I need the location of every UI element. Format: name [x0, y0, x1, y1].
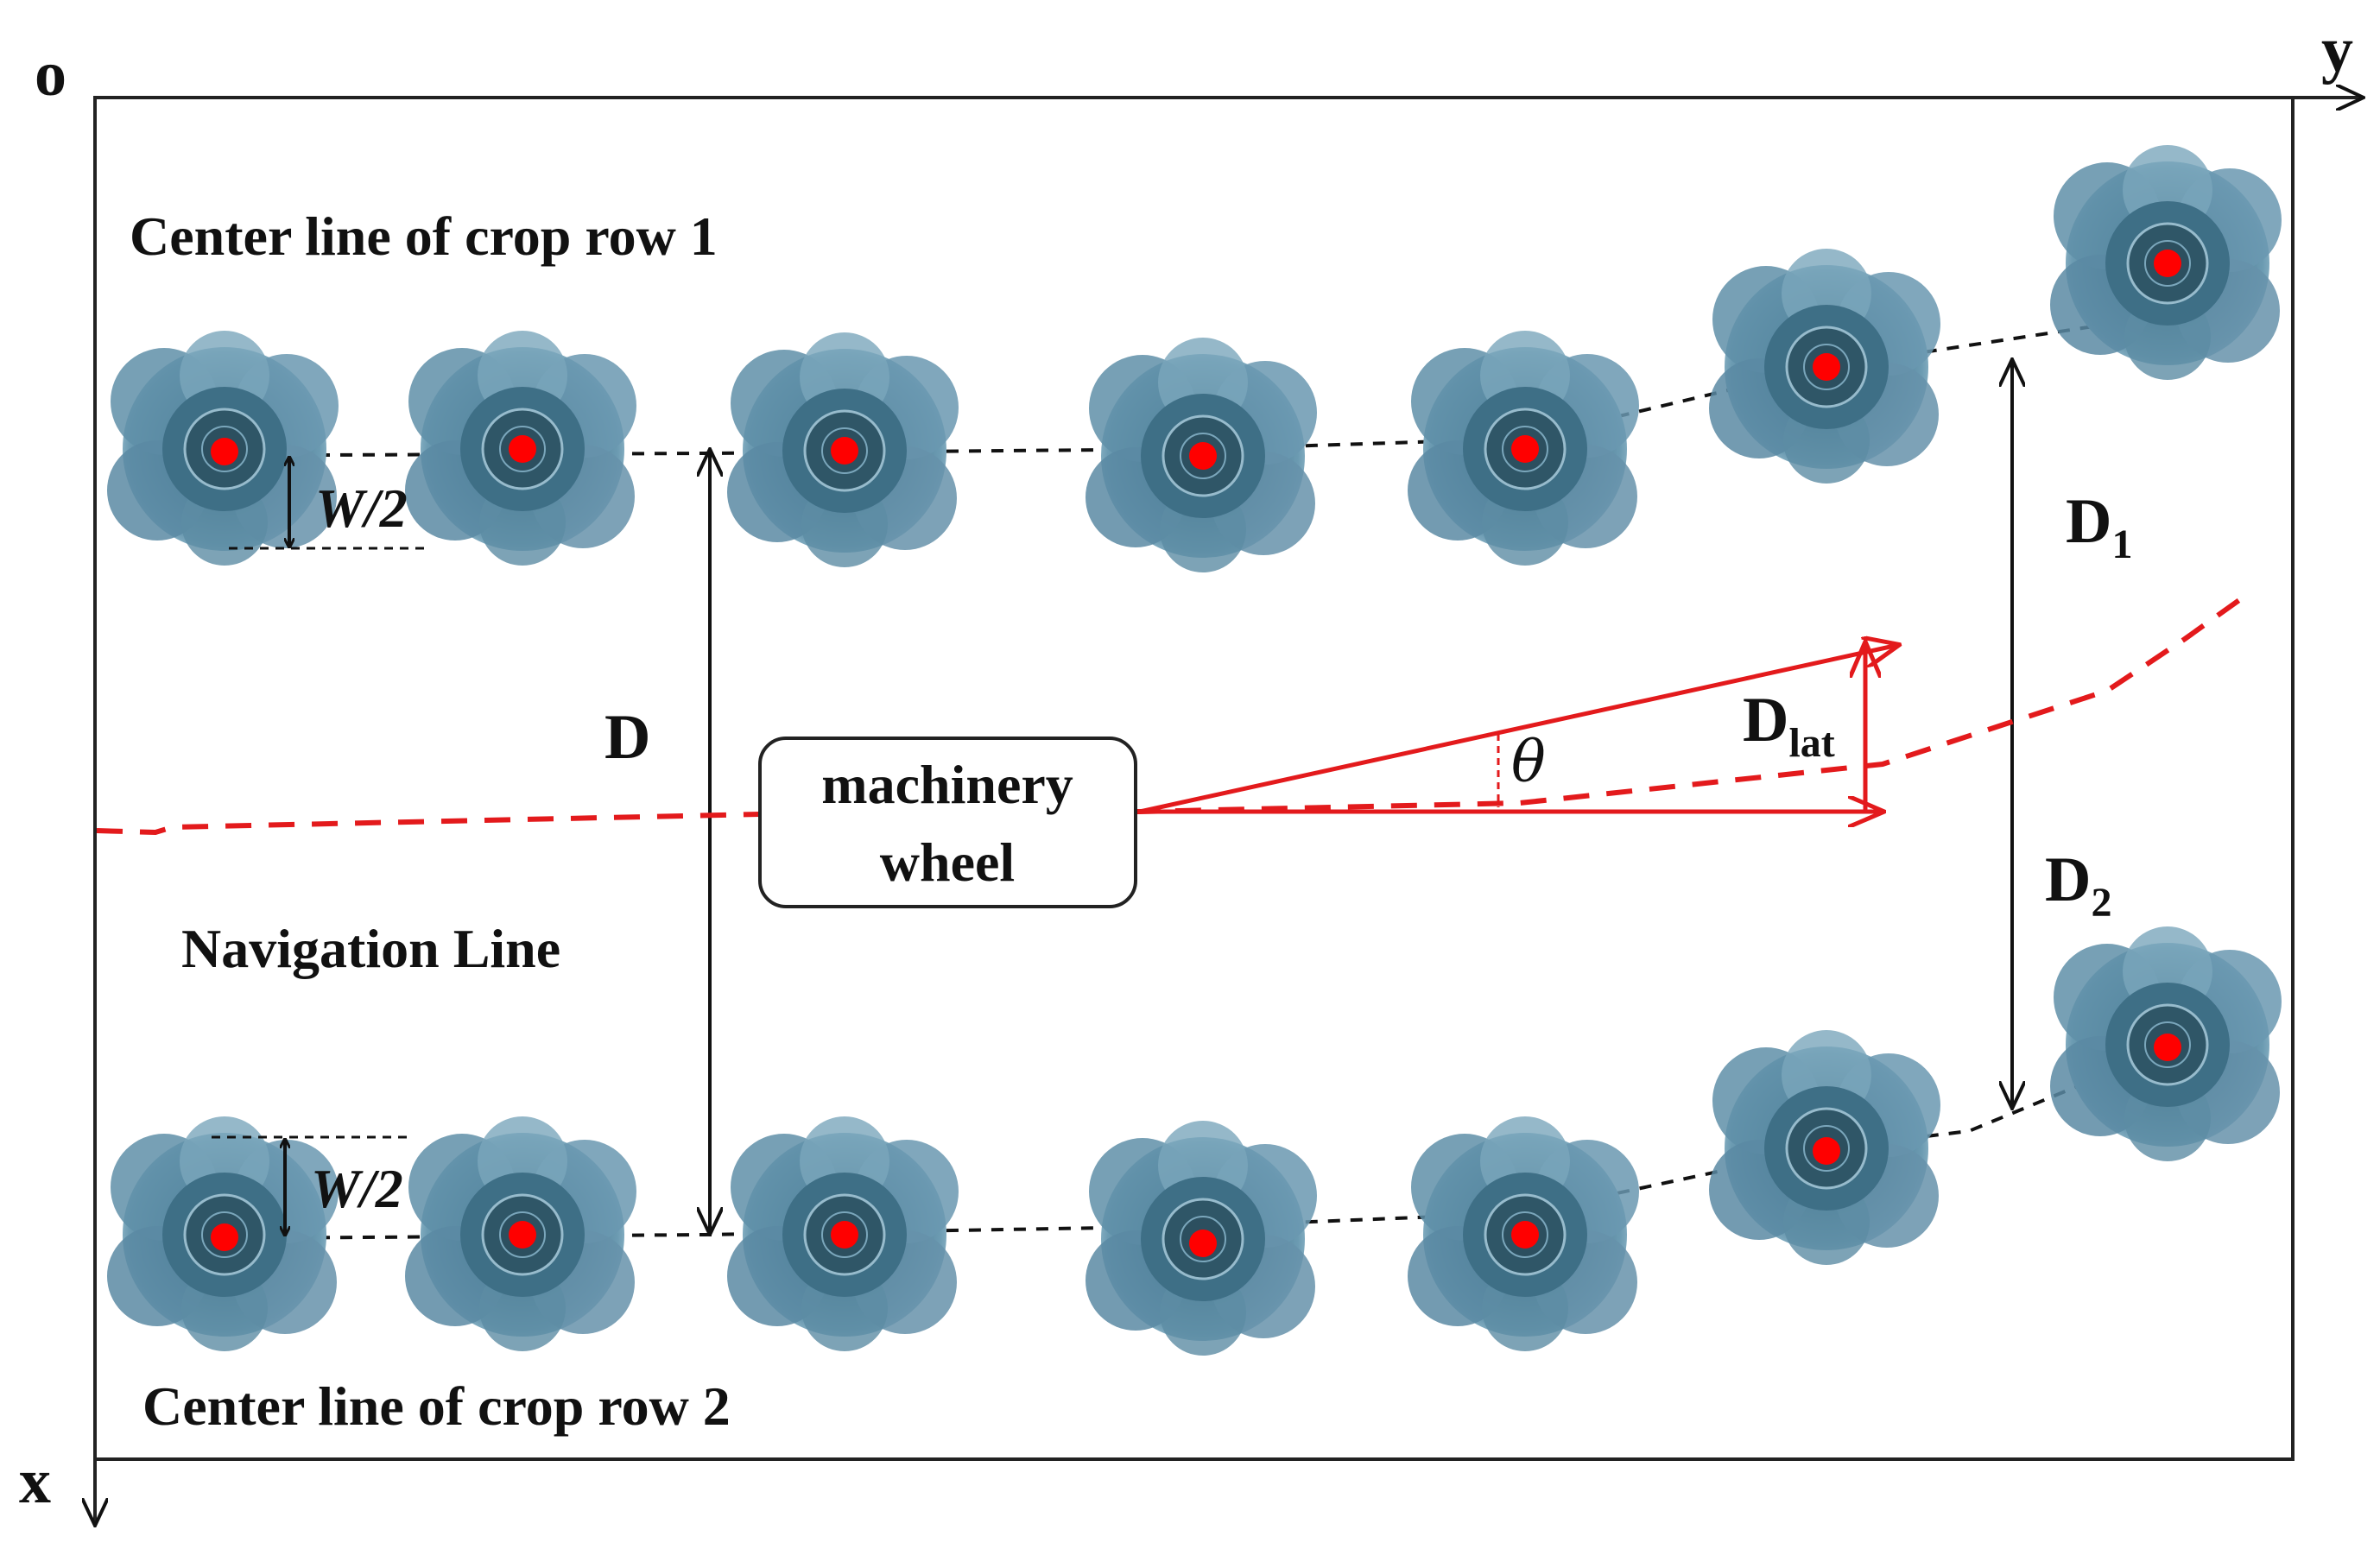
- d-lat-label: Dlat: [1743, 685, 1835, 766]
- crop-row-1-center-dots: [211, 250, 2181, 470]
- half-width-label-row1: W/2: [315, 477, 408, 539]
- plant-center-dot: [1813, 353, 1840, 381]
- plant-center-dot: [1511, 1221, 1539, 1249]
- theta-label: θ: [1511, 729, 1546, 795]
- plant-center-dot: [1511, 435, 1539, 463]
- plant-center-dot: [1189, 1230, 1217, 1257]
- crop-row-2-label: Center line of crop row 2: [142, 1375, 731, 1437]
- machinery-wheel-line2: wheel: [880, 831, 1015, 893]
- plant-center-dot: [2154, 1034, 2181, 1061]
- crop-row-2-center-dots: [211, 1034, 2181, 1257]
- plant-center-dot: [509, 435, 536, 463]
- plant-center-dot: [1189, 442, 1217, 470]
- y-axis-label: y: [2321, 15, 2353, 85]
- plant-center-dot: [831, 437, 858, 465]
- origin-label: o: [35, 39, 66, 110]
- d2-label: D2: [2045, 844, 2111, 926]
- crop-row-1-label: Center line of crop row 1: [130, 205, 718, 267]
- row-spacing-label: D: [604, 702, 650, 773]
- plant-center-dot: [1813, 1137, 1840, 1165]
- machinery-wheel-box: [758, 737, 1137, 908]
- plant-center-dot: [831, 1221, 858, 1249]
- plant-center-dot: [211, 1223, 238, 1251]
- plant-center-dot: [211, 438, 238, 465]
- plant-center-dot: [2154, 250, 2181, 277]
- navigation-line: [96, 593, 2247, 836]
- d1-label: D1: [2066, 486, 2132, 567]
- plant-center-dot: [509, 1221, 536, 1249]
- machinery-wheel-line1: machinery: [821, 754, 1073, 815]
- heading-vector: [1139, 645, 1898, 814]
- crop-row-2-plants: [105, 925, 2283, 1357]
- x-axis-label: x: [19, 1446, 51, 1517]
- half-width-label-row2: W/2: [311, 1158, 403, 1219]
- navigation-line-label: Navigation Line: [181, 918, 560, 979]
